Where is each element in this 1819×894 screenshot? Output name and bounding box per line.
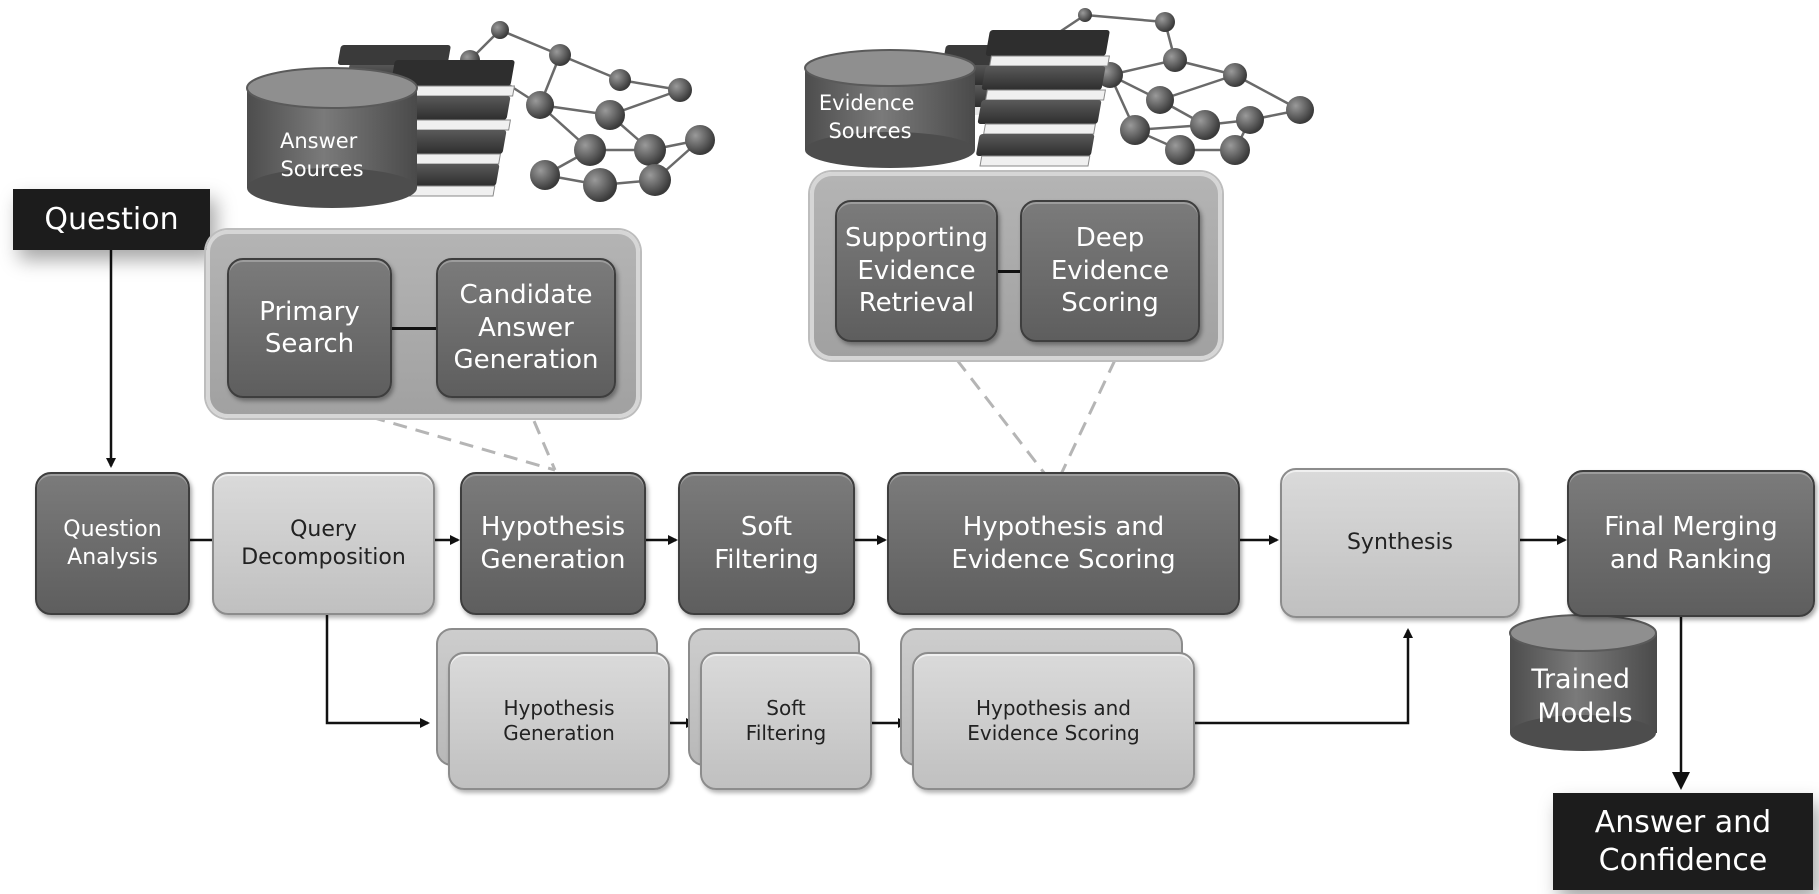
hypothesis-generation-box: Hypothesis Generation <box>460 472 646 615</box>
parallel-hypothesis-generation-box: Hypothesis Generation <box>448 652 670 790</box>
evidence-sources-art: Evidence Sources <box>804 8 1314 168</box>
soft-filtering-box: Soft Filtering <box>678 472 855 615</box>
search-group-connector <box>392 327 436 330</box>
supporting-evidence-retrieval-box: Supporting Evidence Retrieval <box>835 200 998 342</box>
deep-evidence-scoring-box: Deep Evidence Scoring <box>1020 200 1200 342</box>
question-analysis-box: Question Analysis <box>35 472 190 615</box>
books-icon <box>334 45 516 197</box>
primary-search-box: Primary Search <box>227 258 392 398</box>
answer-sources-cylinder: Answer Sources <box>246 67 418 208</box>
answer-sources-art: Answer Sources <box>246 21 715 208</box>
books-icon <box>939 30 1111 167</box>
synthesis-box: Synthesis <box>1280 468 1520 618</box>
hypothesis-evidence-scoring-box: Hypothesis and Evidence Scoring <box>887 472 1240 615</box>
query-decomposition-box: Query Decomposition <box>212 472 435 615</box>
trained-models-cylinder: Trained Models <box>1509 614 1657 751</box>
evidence-sources-cylinder: Evidence Sources <box>804 49 976 168</box>
arrow-parallel-scoring-to-synthesis <box>1195 628 1413 725</box>
arrow-decomposition-to-parallel <box>325 615 430 728</box>
trained-models-label: Trained Models <box>1530 664 1638 729</box>
candidate-answer-generation-box: Candidate Answer Generation <box>436 258 616 398</box>
answer-sources-label: Answer Sources <box>280 129 364 181</box>
question-label: Question <box>13 189 210 250</box>
evidence-group-connector <box>998 270 1020 273</box>
parallel-soft-filtering-box: Soft Filtering <box>700 652 872 790</box>
evidence-sources-label: Evidence Sources <box>819 91 921 143</box>
final-merging-ranking-box: Final Merging and Ranking <box>1567 470 1815 617</box>
answer-confidence-label: Answer and Confidence <box>1553 793 1813 890</box>
parallel-hypothesis-evidence-scoring-box: Hypothesis and Evidence Scoring <box>912 652 1195 790</box>
